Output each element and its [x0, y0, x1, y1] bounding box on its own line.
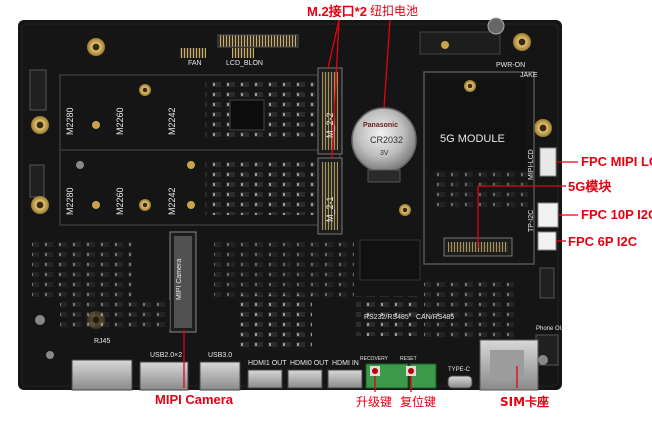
- silk-battery-volt: 3V: [380, 150, 389, 157]
- silk-type-c: TYPE-C: [448, 367, 471, 373]
- mipi-camera-connector: [169, 231, 197, 333]
- silk-hdmi0-out: HDMI0 OUT: [290, 360, 329, 367]
- silk-usb3: USB3.0: [208, 352, 233, 359]
- leader-m2-1: [327, 19, 340, 69]
- silk-mipi-lcd: MIPI-LCD: [528, 149, 535, 180]
- callout-coin-battery: 纽扣电池: [370, 4, 419, 18]
- fpc-10p-connector: [537, 202, 559, 228]
- silk-battery-model: CR2032: [370, 135, 404, 145]
- silk-recovery: RECOVERY: [360, 356, 388, 362]
- usb3-port: [199, 361, 241, 391]
- silk-m2-1: M_2-1: [325, 196, 335, 222]
- silk-mipi-camera: MIPI Camera: [176, 258, 183, 300]
- rj45-port: [71, 359, 133, 391]
- silk-phone-out: Phone OUT: [536, 326, 568, 332]
- usb2-port: [139, 361, 189, 391]
- hdmi1-port: [247, 369, 283, 389]
- silk-battery-brand: Panasonic: [363, 122, 399, 129]
- callout-fpc-10p-i2c: FPC 10P I2C: [581, 207, 652, 222]
- silk-hdmi1-out: HDMI1 OUT: [248, 360, 287, 367]
- silk-pwr-on: PWR-ON: [496, 62, 526, 69]
- silk-m2260-a: M2260: [115, 107, 125, 135]
- standoff: [31, 196, 49, 214]
- silk-rs232: RS232/RS485: [364, 314, 409, 321]
- silk-m2242-a: M2242: [167, 107, 177, 135]
- silk-lcd-blon: LCD_BLON: [226, 60, 263, 67]
- silk-reset: RESET: [400, 356, 417, 362]
- silk-m2280-b: M2280: [65, 187, 75, 215]
- leader-m2-2: [331, 19, 340, 159]
- standoff: [139, 84, 151, 96]
- leader-battery: [383, 19, 391, 109]
- callout-reset-key: 复位键: [400, 395, 437, 409]
- silk-hdmi-in: HDMI IN: [332, 360, 359, 367]
- recovery-button: [372, 368, 378, 374]
- module-5g-area: [423, 71, 535, 265]
- callout-m2-interface: M.2接口*2: [307, 4, 367, 19]
- callout-mipi-camera: MIPI Camera: [155, 392, 234, 407]
- fpc-6p-connector: [537, 231, 557, 251]
- silk-m2280-a: M2280: [65, 107, 75, 135]
- mount-hole: [87, 38, 105, 56]
- silk-m2-2: M_2-2: [325, 112, 335, 138]
- silk-fan: FAN: [188, 60, 202, 67]
- callout-fpc-6p-i2c: FPC 6P I2C: [568, 234, 638, 249]
- standoff: [139, 199, 151, 211]
- silk-usb2: USB2.0×2: [150, 352, 183, 359]
- fpc-mipi-lcd-connector: [539, 147, 557, 177]
- callout-fpc-mipi-lcd: FPC MIPI LCD: [581, 154, 652, 169]
- silk-m2242-b: M2242: [167, 187, 177, 215]
- mount-hole: [513, 33, 531, 51]
- leader-lines: [183, 19, 578, 392]
- hdmi0-port: [287, 369, 323, 389]
- silk-m2260-b: M2260: [115, 187, 125, 215]
- silk-can-rs485: CAN/RS485: [416, 314, 455, 321]
- type-c-port: [447, 375, 473, 389]
- silk-5g-module: 5G MODULE: [440, 133, 505, 145]
- callout-5g-module: 5G模块: [568, 179, 612, 194]
- silk-tp-i2c: TP-I2C: [528, 209, 535, 232]
- standoff: [31, 116, 49, 134]
- callout-sim-slot: SIM卡座: [500, 395, 550, 409]
- silk-rj45: RJ45: [94, 338, 111, 345]
- callout-upgrade-key: 升级键: [356, 395, 393, 409]
- mount-hole: [534, 119, 552, 137]
- reset-button: [408, 368, 414, 374]
- silk-jake: JAKE: [520, 72, 538, 79]
- hdmi-in-port: [327, 369, 363, 389]
